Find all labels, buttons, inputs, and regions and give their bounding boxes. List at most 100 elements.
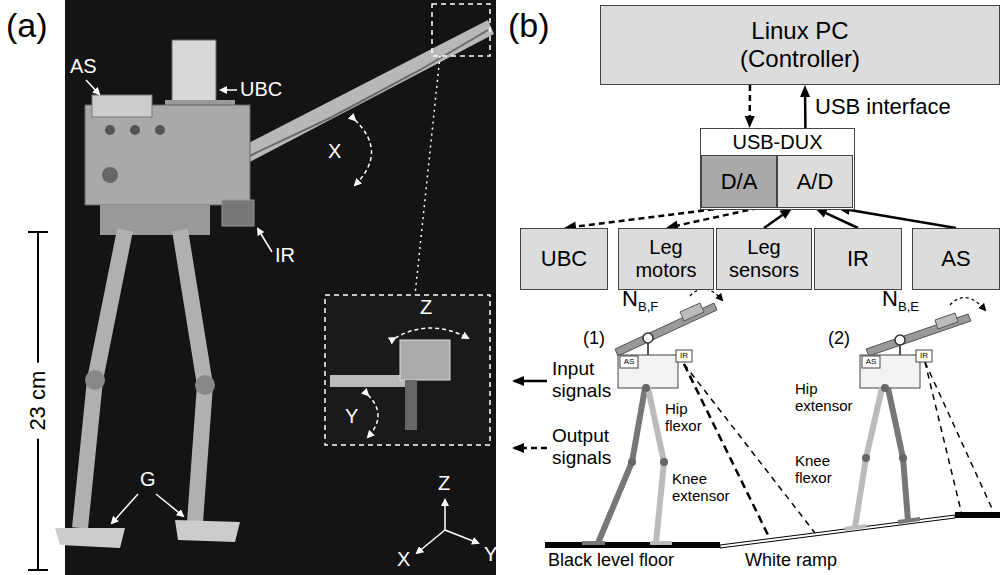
leader-line bbox=[258, 229, 272, 252]
connector-line bbox=[678, 208, 758, 225]
muscle-name: Knee flexor bbox=[795, 452, 845, 487]
robot-sketch-2 bbox=[855, 388, 882, 527]
leader-line bbox=[86, 80, 272, 523]
floor bbox=[545, 515, 1000, 548]
output-signal-arrow bbox=[745, 85, 755, 128]
muscle-name: Knee extensor bbox=[672, 470, 732, 505]
muscle-name: Hip extensor bbox=[795, 380, 855, 415]
robot-photo bbox=[80, 230, 125, 528]
axis-arrow bbox=[417, 500, 478, 553]
inset-motor bbox=[400, 340, 450, 380]
part-name: G bbox=[140, 468, 156, 491]
floor bbox=[545, 542, 720, 548]
box-text: Leg motors bbox=[619, 236, 713, 282]
inset-motor bbox=[330, 375, 410, 387]
robot-sketch-2 bbox=[862, 454, 870, 462]
robot-sketch-2 bbox=[916, 350, 932, 362]
robot-photo bbox=[130, 125, 140, 135]
box-text: Leg sensors bbox=[717, 236, 811, 282]
dimension: 23 cm bbox=[25, 363, 50, 439]
callout-number: (1) bbox=[583, 328, 605, 349]
robot-photo bbox=[235, 20, 494, 166]
axis-arrow bbox=[445, 530, 478, 543]
photo-background bbox=[65, 0, 496, 575]
robot-photo bbox=[85, 105, 250, 205]
robot-sketch-2 bbox=[935, 313, 958, 329]
connector-line bbox=[804, 97, 807, 128]
rotation-arrow bbox=[355, 120, 372, 185]
controller-box: Linux PC (Controller) bbox=[600, 5, 1000, 85]
callout-number: (2) bbox=[828, 328, 850, 349]
floor bbox=[720, 515, 955, 548]
robot-sketch-2 bbox=[888, 388, 908, 521]
device-box: AS bbox=[912, 228, 1000, 290]
robot-sketch-2 bbox=[845, 298, 995, 529]
rotation-arrow bbox=[355, 120, 468, 437]
robot-sketch-1 bbox=[620, 356, 638, 368]
edge-label: USB interface bbox=[815, 94, 951, 119]
robot-sketch-1 bbox=[628, 458, 636, 466]
box-text: D/A bbox=[721, 169, 758, 194]
legend-sample bbox=[514, 381, 547, 448]
inset-frame bbox=[432, 4, 490, 56]
robot-sketch-1 bbox=[676, 350, 692, 362]
robot-photo bbox=[155, 125, 165, 135]
leader-line bbox=[86, 80, 99, 94]
robot-photo bbox=[102, 167, 118, 183]
robot-sketch-1 bbox=[582, 541, 605, 545]
signal-subscript: B,F bbox=[638, 300, 658, 315]
robot-photo bbox=[100, 205, 210, 235]
legend-text: Output signals bbox=[552, 425, 622, 469]
connector-line bbox=[850, 210, 956, 228]
robot-photo bbox=[195, 375, 215, 395]
robot-sketch-1 bbox=[680, 303, 704, 321]
robot-sketch-1 bbox=[647, 343, 649, 355]
part-name: IR bbox=[916, 351, 932, 360]
robot-sketch-2 bbox=[899, 345, 901, 355]
input-signal-arrow bbox=[838, 205, 956, 228]
input-signal-arrow bbox=[800, 85, 810, 128]
part-name: AS bbox=[620, 357, 638, 366]
interface-box: USB-DUXD/AA/D bbox=[700, 128, 855, 210]
box-text: Linux PC (Controller) bbox=[720, 17, 880, 72]
box-text: USB-DUX bbox=[732, 131, 822, 154]
leader-line bbox=[112, 494, 138, 523]
axis-name: Z bbox=[420, 296, 432, 319]
rotation-arrow bbox=[368, 395, 378, 437]
robot-sketch-2 bbox=[881, 384, 889, 392]
axis-name: Z bbox=[438, 472, 450, 495]
robot-sketch-1 bbox=[650, 541, 672, 545]
robot-photo bbox=[105, 125, 115, 135]
robot-sketch-2 bbox=[925, 362, 962, 515]
device-box: Leg motors bbox=[618, 228, 714, 290]
part-name: IR bbox=[275, 244, 295, 267]
robot-photo bbox=[175, 520, 240, 542]
robot-sketch-1 bbox=[643, 333, 653, 343]
part-name: AS bbox=[70, 55, 97, 78]
surface-name: Black level floor bbox=[548, 550, 674, 571]
robot-photo bbox=[55, 20, 494, 548]
signal-name: N bbox=[622, 286, 638, 311]
panel-label: (a) bbox=[6, 6, 48, 45]
legend-sample bbox=[514, 447, 547, 450]
surface-name: White ramp bbox=[745, 550, 837, 571]
axis-arrow bbox=[444, 500, 446, 530]
robot-sketch-2 bbox=[862, 356, 880, 368]
output-signal-arrow bbox=[666, 208, 758, 230]
axis-name: X bbox=[397, 548, 410, 571]
robot-sketch-2 bbox=[898, 519, 920, 522]
robot-sketch-1 bbox=[660, 458, 668, 466]
robot-photo bbox=[55, 528, 125, 548]
connector-line bbox=[748, 85, 751, 116]
connector-line bbox=[764, 215, 782, 228]
rotation-arrow bbox=[395, 328, 468, 338]
box-text: IR bbox=[847, 246, 869, 271]
robot-sketch-2 bbox=[845, 526, 866, 529]
connector-line bbox=[576, 208, 724, 227]
robot-sketch-1 bbox=[690, 289, 722, 300]
inset-motor bbox=[330, 340, 450, 430]
leader-line bbox=[156, 494, 183, 516]
dimension-line bbox=[28, 231, 48, 233]
robot-sketch-1 bbox=[648, 388, 664, 543]
